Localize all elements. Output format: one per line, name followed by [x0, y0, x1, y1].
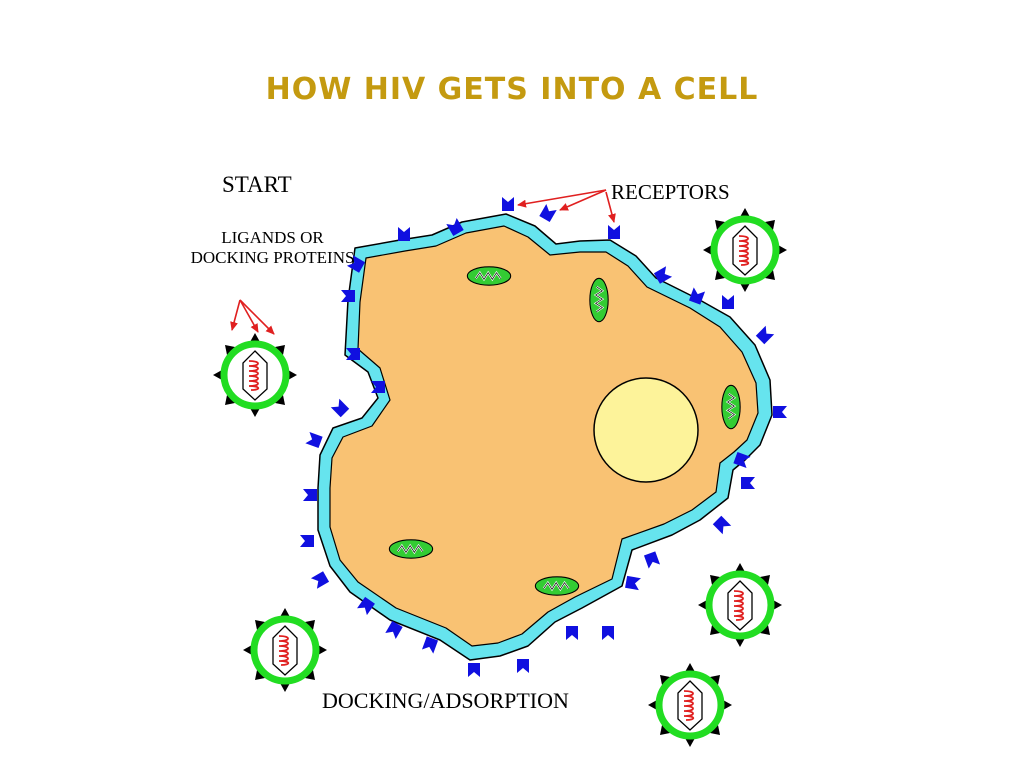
receptors: [300, 197, 787, 677]
ligand-arrows: [230, 299, 275, 335]
hiv-virus-particle: [243, 608, 327, 692]
receptor-arrows: [517, 189, 616, 223]
cytoplasm: [329, 225, 759, 647]
hiv-virus-particle: [213, 333, 297, 417]
nucleus: [593, 377, 699, 483]
ligands-label: LIGANDS OR DOCKING PROTEINS: [190, 228, 355, 267]
start-label: START: [222, 172, 292, 197]
receptors-label: RECEPTORS: [611, 180, 730, 204]
hiv-virus-particle: [698, 563, 782, 647]
docking-adsorption-label: DOCKING/ADSORPTION: [322, 688, 569, 713]
hiv-virus-particle: [703, 208, 787, 292]
slide-title: HOW HIV GETS INTO A CELL: [265, 72, 759, 107]
hiv-virus-particle: [648, 663, 732, 747]
